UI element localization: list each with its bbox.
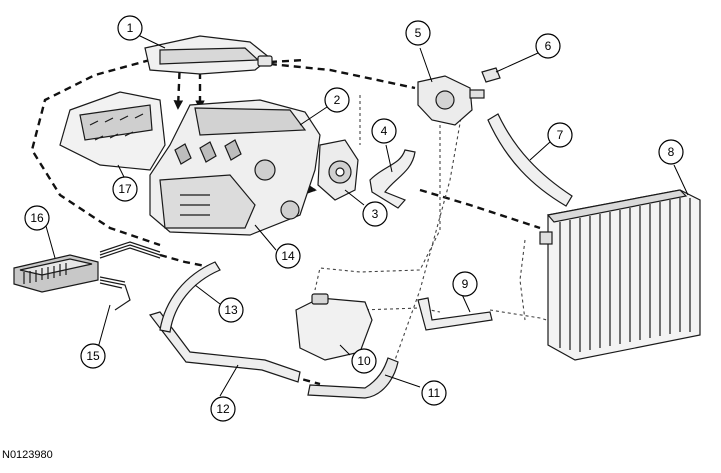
callout-1: 1 [117, 15, 143, 41]
heater-hose-13-part [159, 261, 221, 333]
svg-text:1: 1 [127, 21, 134, 35]
svg-text:11: 11 [428, 386, 441, 400]
water-pump-part [317, 139, 359, 201]
svg-text:14: 14 [281, 249, 295, 263]
heater-core-hoses-part [99, 241, 161, 311]
svg-text:17: 17 [118, 182, 132, 196]
svg-text:4: 4 [381, 124, 388, 138]
left-cylinder-head-part [59, 91, 166, 171]
svg-text:16: 16 [30, 211, 44, 225]
svg-text:8: 8 [668, 145, 675, 159]
leader-lines [45, 34, 689, 397]
lower-hose-11-part [307, 357, 399, 399]
degas-bottle-part [295, 293, 373, 361]
engine-block-part [149, 99, 321, 236]
callout-3: 3 [362, 201, 388, 227]
svg-text:10: 10 [357, 354, 371, 368]
svg-text:12: 12 [216, 402, 230, 416]
svg-text:5: 5 [415, 26, 422, 40]
svg-text:2: 2 [334, 93, 341, 107]
upper-hose-4-part [369, 149, 416, 209]
callout-16: 16 [24, 205, 50, 231]
callout-11: 11 [421, 380, 447, 406]
callout-10: 10 [351, 348, 377, 374]
callout-15: 15 [80, 343, 106, 369]
callouts: 1 2 3 4 5 6 7 8 9 10 11 12 13 14 15 16 1… [24, 15, 684, 422]
callout-7: 7 [547, 122, 573, 148]
callout-9: 9 [452, 271, 478, 297]
callout-6: 6 [535, 33, 561, 59]
callout-17: 17 [112, 176, 138, 202]
svg-text:3: 3 [372, 207, 379, 221]
svg-text:6: 6 [545, 39, 552, 53]
radiator-part [539, 189, 701, 361]
callout-12: 12 [210, 396, 236, 422]
callout-5: 5 [405, 20, 431, 46]
thermostat-housing-part [417, 75, 485, 126]
heater-core-part [13, 254, 99, 293]
svg-text:15: 15 [86, 349, 100, 363]
svg-text:13: 13 [224, 303, 238, 317]
coolant-crossover-part [144, 35, 273, 75]
callout-14: 14 [275, 243, 301, 269]
figure-reference-code: N0123980 [2, 449, 53, 461]
svg-text:9: 9 [462, 277, 469, 291]
lower-tube-9-part [417, 297, 493, 331]
svg-text:7: 7 [557, 128, 564, 142]
callout-2: 2 [324, 87, 350, 113]
bleed-fitting-part [481, 67, 501, 83]
upper-radiator-hose-part [487, 113, 573, 207]
callout-13: 13 [218, 297, 244, 323]
callout-4: 4 [371, 118, 397, 144]
callout-8: 8 [658, 139, 684, 165]
